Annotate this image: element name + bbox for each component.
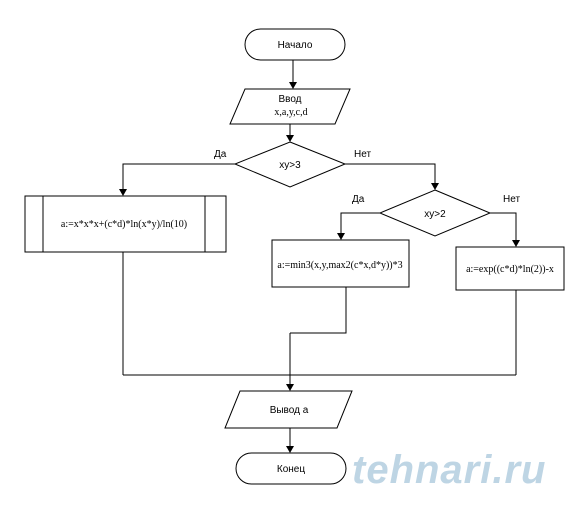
process-1-label: a:=x*x*x+(c*d)*ln(x*y)/ln(10) <box>61 219 187 230</box>
condition-1-yes-label: Да <box>214 149 227 160</box>
process-3-label: a:=exp((c*d)*ln(2))-x <box>466 264 554 275</box>
condition-1-label: xy>3 <box>279 160 301 171</box>
end-label: Конец <box>277 464 305 475</box>
process-2-label: a:=min3(x,y,max2(c*x,d*y))*3 <box>277 260 402 271</box>
condition-1-no-label: Нет <box>354 149 371 160</box>
connector-cond1-yes <box>122 163 235 189</box>
start-label: Начало <box>278 40 313 51</box>
arrowhead <box>431 183 439 190</box>
start-terminator <box>244 28 346 61</box>
connector-cond2-no <box>490 212 517 240</box>
output-parallelogram <box>224 390 353 429</box>
arrowhead <box>289 82 297 89</box>
input-vars: x,a,y,c,d <box>274 107 307 118</box>
arrowhead <box>337 233 345 240</box>
condition-diamond-1 <box>233 141 347 188</box>
process-box-2 <box>271 239 410 288</box>
condition-2-yes-label: Да <box>352 194 365 205</box>
arrowhead <box>119 189 127 196</box>
end-terminator <box>235 452 347 485</box>
merge-middle <box>290 287 347 334</box>
connector-cond2-yes <box>340 212 380 233</box>
arrowhead <box>286 384 294 391</box>
process-box-1 <box>24 195 227 253</box>
condition-2-label: xy>2 <box>424 209 446 220</box>
output-label: Вывод a <box>270 405 309 416</box>
arrowhead <box>512 240 520 247</box>
arrowhead <box>286 135 294 142</box>
arrowhead <box>286 446 294 453</box>
connector-cond1-no <box>345 163 436 183</box>
condition-diamond-2 <box>378 189 492 237</box>
process-box-3-visible <box>455 246 565 291</box>
condition-2-no-label: Нет <box>503 194 520 205</box>
input-parallelogram <box>229 88 351 125</box>
watermark: tehnari.ru <box>352 448 546 492</box>
input-title: Ввод <box>278 94 301 105</box>
